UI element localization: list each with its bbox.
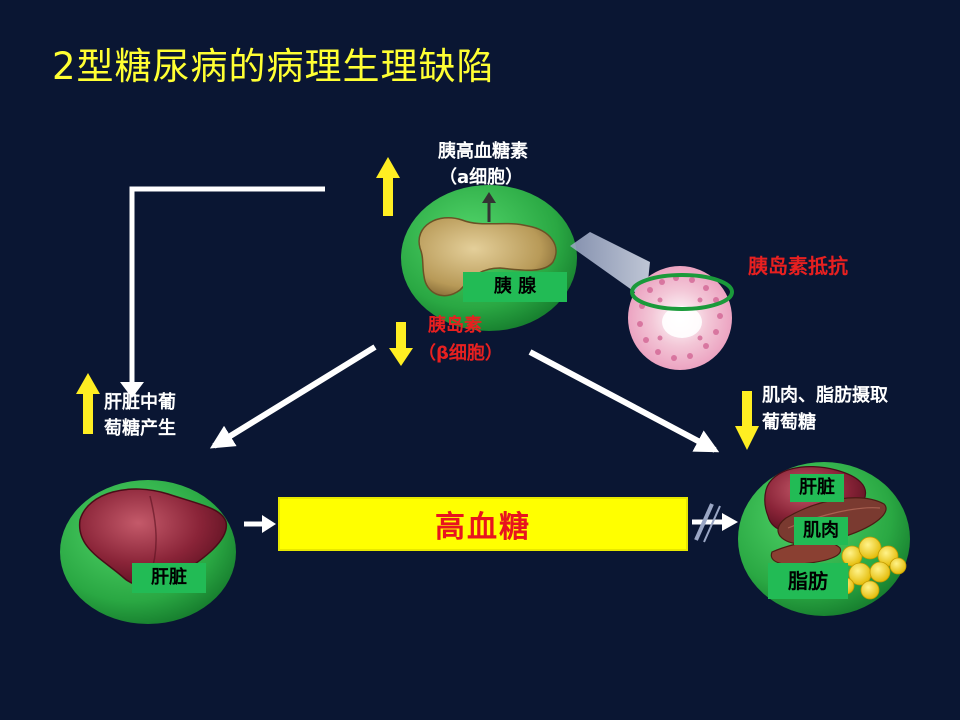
muscle-fat-uptake-line2: 葡萄糖 <box>762 412 816 433</box>
alpha-cell-label: （a细胞） <box>439 167 524 188</box>
insulin-resistance-label: 胰岛素抵抗 <box>748 254 848 278</box>
arrow-to-muscle <box>528 349 720 453</box>
arrow-down-icon <box>735 391 759 450</box>
hyperglycemia-bar: 高血糖 <box>278 497 688 551</box>
glucagon-label: 胰高血糖素 <box>438 141 528 162</box>
muscle-fat-uptake-line1: 肌肉、脂肪摄取 <box>762 385 888 406</box>
pancreas-tag: 胰 腺 <box>463 272 567 302</box>
arrow-down-icon <box>389 322 413 366</box>
target-muscle-tag: 肌肉 <box>794 517 848 545</box>
arrow-to-liver <box>209 344 377 449</box>
hyperglycemia-text: 高血糖 <box>435 510 531 545</box>
liver-tag: 肝脏 <box>132 563 206 593</box>
zoom-fan <box>570 232 650 300</box>
pancreas-organ <box>418 217 557 297</box>
target-liver-tag: 肝脏 <box>790 474 844 502</box>
islet-ring <box>630 273 734 311</box>
arrow-up-icon <box>376 157 400 216</box>
target-fat-tag: 脂肪 <box>768 563 848 599</box>
liver-organ <box>78 488 227 587</box>
slide-title: 2型糖尿病的病理生理缺陷 <box>52 45 495 88</box>
islet-core <box>662 306 702 338</box>
arrow-block-mark <box>694 503 714 541</box>
insulin-label: 胰岛素 <box>428 315 482 336</box>
pancreas-to-liver-connector <box>129 186 325 385</box>
islet-dots <box>637 275 723 361</box>
arrow-up-icon <box>76 373 100 434</box>
liver-production-line2: 萄糖产生 <box>104 418 176 439</box>
beta-cell-label: （β细胞） <box>418 343 503 364</box>
connector-arrowhead <box>120 382 144 398</box>
liver-production-line1: 肝脏中葡 <box>104 392 176 413</box>
